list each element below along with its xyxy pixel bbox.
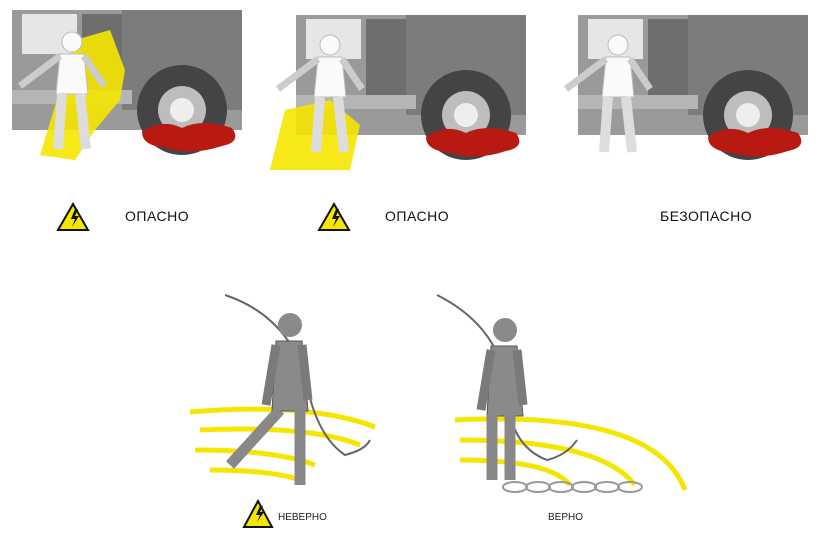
warning-triangle-icon <box>317 201 351 231</box>
label-safe: БЕЗОПАСНО <box>660 208 753 224</box>
label-correct: ВЕРНО <box>548 512 584 523</box>
label-wrong: НЕВЕРНО <box>278 512 327 523</box>
warning-triangle-icon <box>56 201 90 231</box>
panel-3-safe <box>566 15 808 160</box>
label-dangerous-1: ОПАСНО <box>125 208 190 224</box>
label-dangerous-2: ОПАСНО <box>385 208 450 224</box>
panel-4-wrong-walking <box>189 294 376 485</box>
warning-triangle-icon <box>242 498 274 528</box>
ground-chain <box>502 481 643 493</box>
panel-1-dangerous-jump <box>12 10 242 160</box>
panel-2-dangerous-touch <box>270 15 526 170</box>
panel-5-correct-chain <box>436 294 688 493</box>
